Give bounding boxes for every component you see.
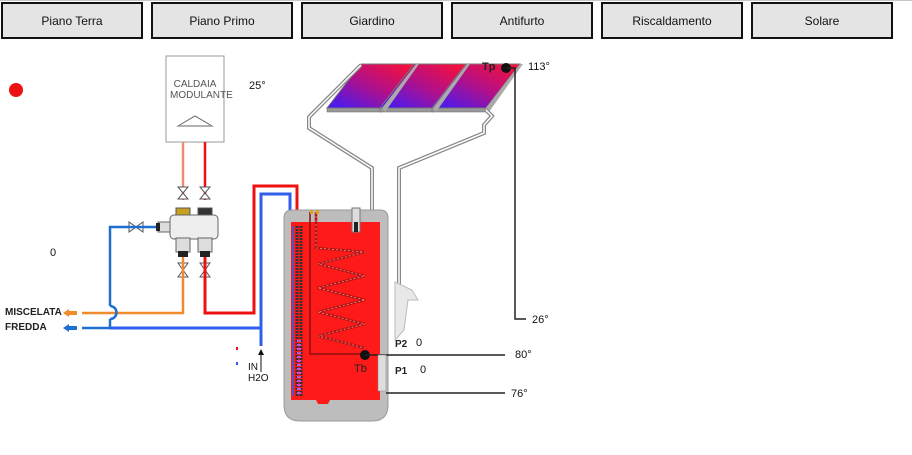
- inlet-arrow-icon: [258, 349, 264, 372]
- boiler-icon: [165, 55, 225, 143]
- top-border: [0, 0, 912, 1]
- water-inlet-label-line1: IN: [248, 362, 258, 373]
- pump1-value: 0: [420, 364, 427, 376]
- tank-temperature: 80°: [515, 349, 532, 361]
- pump2-value: 0: [416, 337, 423, 349]
- pump-group-icon: [394, 281, 419, 342]
- tab-antifurto[interactable]: Antifurto: [451, 2, 593, 39]
- water-inlet-label: IN H2O: [248, 362, 269, 384]
- solar-panels-icon: [325, 63, 523, 113]
- heat-exchanger-coil: [292, 210, 366, 396]
- boiler-label-line2: MODULANTE: [170, 90, 233, 101]
- cold-output-arrow-icon: [63, 324, 77, 332]
- tank-low-temperature: 76°: [511, 388, 528, 400]
- boiler-label-line1: CALDAIA: [173, 79, 217, 90]
- pump2-label: P2: [395, 339, 408, 350]
- mixed-water-pipe: [82, 257, 185, 315]
- mixed-output-label: MISCELATA: [5, 307, 62, 318]
- tab-giardino[interactable]: Giardino: [301, 2, 443, 39]
- tab-solare[interactable]: Solare: [751, 2, 893, 39]
- water-inlet-label-line2: H2O: [248, 373, 269, 384]
- pump1-label: P1: [395, 366, 408, 377]
- tab-piano-terra[interactable]: Piano Terra: [1, 2, 143, 39]
- valve-icon: [176, 186, 212, 200]
- tab-riscaldamento[interactable]: Riscaldamento: [601, 2, 743, 39]
- mixing-valve-icon: [156, 207, 219, 257]
- panel-sensor-line: [506, 67, 526, 320]
- cold-bypass-pipe: [108, 225, 156, 306]
- boiler-temperature: 25°: [249, 80, 266, 92]
- solar-return-temperature: 26°: [532, 314, 549, 326]
- hot-coil-pipe: [203, 184, 299, 315]
- panel-temperature: 113°: [528, 61, 550, 73]
- tank-sensor-label: Tb: [354, 363, 367, 375]
- panel-sensor-label: Tp: [482, 61, 496, 73]
- mixer-value: 0: [50, 247, 57, 259]
- mixed-output-arrow-icon: [63, 309, 77, 317]
- tab-piano-primo[interactable]: Piano Primo: [151, 2, 293, 39]
- boiler-label: CALDAIA MODULANTE: [170, 79, 233, 101]
- cold-output-label: FREDDA: [5, 322, 47, 333]
- status-indicator-icon: [9, 83, 23, 97]
- cold-inlet-pipe: [110, 192, 292, 330]
